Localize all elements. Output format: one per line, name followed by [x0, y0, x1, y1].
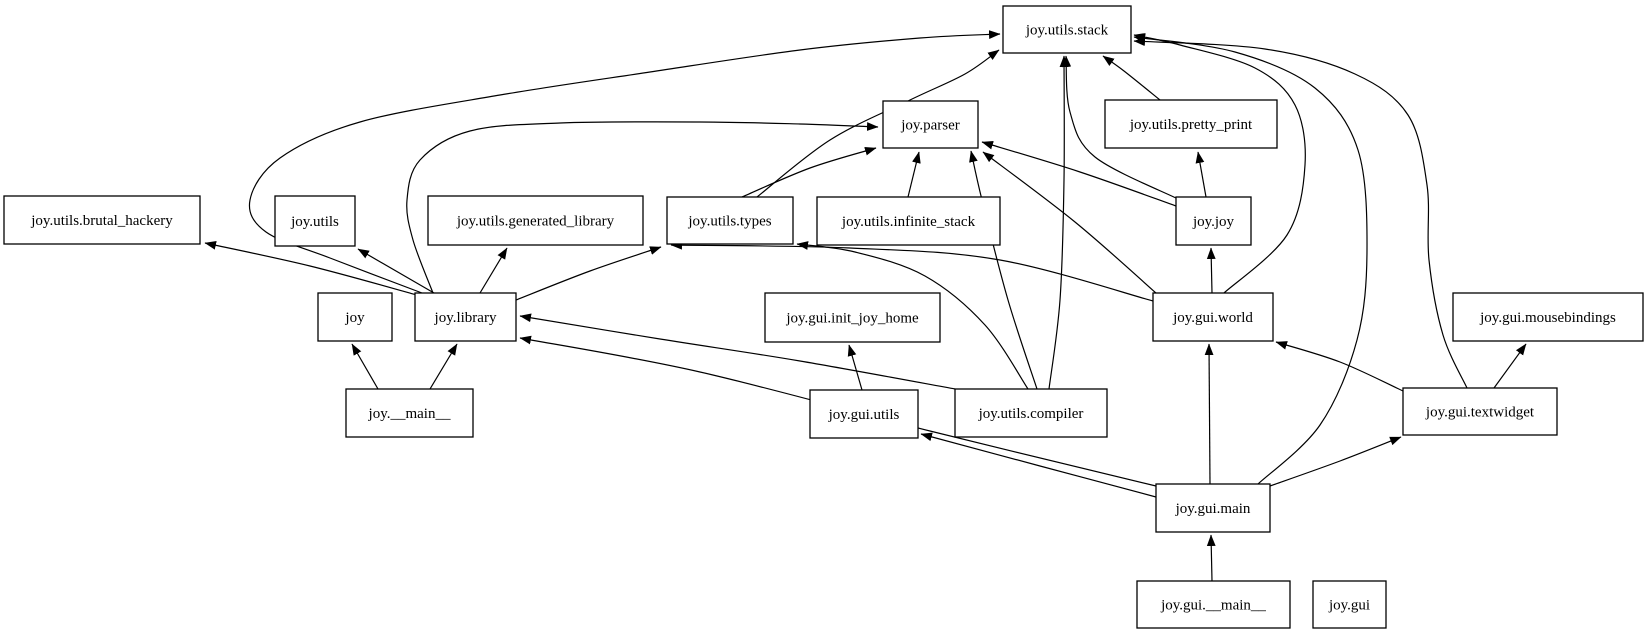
graph-node-joy-gui-init-joy-home: joy.gui.init_joy_home [764, 292, 941, 343]
node-label-joy-utils-types: joy.utils.types [687, 214, 771, 230]
graph-node-joy-gui-textwidget: joy.gui.textwidget [1402, 387, 1558, 436]
node-label-joy-main: joy.__main__ [368, 406, 451, 422]
graph-node-joy-utils: joy.utils [274, 195, 356, 247]
node-label-joy: joy [344, 310, 365, 326]
graph-node-joy-utils-stack: joy.utils.stack [1002, 5, 1132, 54]
graph-edge-joy-main-to-joy [351, 343, 379, 390]
node-box-joy-utils-stack [1002, 5, 1132, 54]
graph-node-joy-gui-mousebindings: joy.gui.mousebindings [1452, 292, 1644, 342]
graph-edge-joy-utils-compiler-to-joy-parser [969, 150, 1038, 390]
node-box-joy-utils-generated-library [427, 195, 644, 246]
node-label-joy-joy: joy.joy [1192, 214, 1235, 230]
graph-edge-joy-library-to-joy-utils-generated-library [479, 247, 508, 294]
graph-edge-joy-gui-main-to-joy-gui-utils [920, 432, 1157, 498]
node-box-joy-library [414, 292, 517, 342]
graph-edge-joy-library-to-joy-utils-stack [248, 30, 1001, 294]
graph-node-joy-utils-types: joy.utils.types [666, 196, 794, 245]
node-box-joy [317, 292, 393, 342]
graph-edge-joy-utils-compiler-to-joy-utils-types [796, 241, 1029, 390]
graph-edge-joy-gui-world-to-joy-parser [982, 151, 1157, 294]
node-label-joy-gui-textwidget: joy.gui.textwidget [1425, 405, 1535, 421]
node-box-joy-utils [274, 195, 356, 247]
node-label-joy-gui: joy.gui [1328, 598, 1370, 614]
graph-node-joy-utils-compiler: joy.utils.compiler [954, 388, 1108, 438]
graph-edge-joy-library-to-joy-utils [357, 248, 435, 294]
graph-edge-joy-utils-infinite-stack-to-joy-parser [907, 151, 921, 198]
graph-node-joy-gui-main: joy.gui.main [1155, 483, 1271, 533]
node-box-joy-gui-main-module [1136, 580, 1291, 629]
graph-edge-joy-joy-to-joy-utils-pretty-print [1195, 151, 1207, 198]
node-label-joy-utils: joy.utils [290, 214, 339, 230]
node-label-joy-utils-generated-library: joy.utils.generated_library [456, 214, 615, 230]
graph-node-joy-utils-generated-library: joy.utils.generated_library [427, 195, 644, 246]
nodes-layer: joy.utils.stack joy.parser joy.utils.prett… [3, 5, 1644, 629]
graph-node-joy-parser: joy.parser [882, 100, 979, 149]
graph-edge-joy-gui-world-to-joy-utils-stack [1133, 33, 1306, 294]
node-box-joy-utils-pretty-print [1104, 99, 1278, 149]
node-box-joy-utils-brutal-hackery [3, 195, 201, 245]
graph-edge-joy-utils-pretty-print-to-joy-utils-stack [1102, 55, 1161, 101]
graph-node-joy-gui-main-module: joy.gui.__main__ [1136, 580, 1291, 629]
graph-edge-joy-joy-to-joy-parser [981, 141, 1177, 207]
node-box-joy-gui [1312, 580, 1387, 629]
node-box-joy-main [345, 388, 474, 438]
node-label-joy-gui-main-module: joy.gui.__main__ [1160, 598, 1266, 614]
edges-layer [204, 30, 1527, 582]
graph-edge-joy-gui-textwidget-to-joy-gui-world [1275, 341, 1404, 392]
graph-node-joy-utils-infinite-stack: joy.utils.infinite_stack [816, 196, 1001, 246]
node-label-joy-gui-world: joy.gui.world [1172, 310, 1253, 326]
node-box-joy-gui-utils [809, 389, 919, 439]
graph-edge-joy-joy-to-joy-utils-stack [1062, 55, 1179, 200]
graph-node-joy-joy: joy.joy [1175, 196, 1252, 246]
graph-edge-joy-utils-types-to-joy-parser [741, 146, 877, 198]
node-box-joy-gui-main [1155, 483, 1271, 533]
node-label-joy-utils-infinite-stack: joy.utils.infinite_stack [841, 214, 976, 230]
graph-node-joy: joy [317, 292, 393, 342]
node-box-joy-utils-infinite-stack [816, 196, 1001, 246]
node-box-joy-parser [882, 100, 979, 149]
node-box-joy-gui-textwidget [1402, 387, 1558, 436]
graph-edge-joy-gui-main-to-joy-gui-world [1204, 343, 1214, 485]
node-box-joy-gui-init-joy-home [764, 292, 941, 343]
graph-edge-joy-gui-textwidget-to-joy-utils-stack [1133, 37, 1468, 389]
graph-edge-joy-gui-world-to-joy-utils-types [670, 240, 1154, 302]
graph-edge-joy-library-to-joy-parser [406, 121, 879, 294]
node-label-joy-parser: joy.parser [900, 118, 960, 134]
graph-edge-joy-gui-main-to-joy-utils-stack [1133, 34, 1368, 485]
graph-node-joy-utils-pretty-print: joy.utils.pretty_print [1104, 99, 1278, 149]
graph-edge-joy-utils-compiler-to-joy-library [519, 313, 956, 390]
graph-edge-joy-gui-main-to-joy-gui-textwidget [1269, 436, 1402, 487]
node-box-joy-joy [1175, 196, 1252, 246]
node-box-joy-utils-types [666, 196, 794, 245]
node-label-joy-gui-utils: joy.gui.utils [828, 407, 900, 423]
graph-edge-joy-library-to-joy-utils-brutal-hackery [204, 241, 418, 296]
node-box-joy-gui-world [1152, 292, 1274, 342]
graph-edge-joy-gui-main-module-to-joy-gui-main [1206, 534, 1216, 582]
node-box-joy-utils-compiler [954, 388, 1108, 438]
graph-node-joy-main: joy.__main__ [345, 388, 474, 438]
node-label-joy-utils-pretty-print: joy.utils.pretty_print [1129, 117, 1253, 133]
graph-node-joy-library: joy.library [414, 292, 517, 342]
node-label-joy-utils-stack: joy.utils.stack [1025, 23, 1109, 39]
graph-node-joy-utils-brutal-hackery: joy.utils.brutal_hackery [3, 195, 201, 245]
graph-edge-joy-gui-world-to-joy-joy [1206, 247, 1216, 294]
graph-edge-joy-utils-compiler-to-joy-utils-stack [1048, 55, 1069, 390]
graph-edge-joy-gui-utils-to-joy-gui-init-joy-home [847, 344, 863, 391]
node-label-joy-gui-mousebindings: joy.gui.mousebindings [1479, 310, 1616, 326]
graph-node-joy-gui-utils: joy.gui.utils [809, 389, 919, 439]
node-label-joy-gui-init-joy-home: joy.gui.init_joy_home [785, 311, 919, 327]
graph-edge-joy-library-to-joy-utils-types [515, 246, 662, 301]
node-label-joy-utils-brutal-hackery: joy.utils.brutal_hackery [30, 213, 173, 229]
node-box-joy-gui-mousebindings [1452, 292, 1644, 342]
graph-node-joy-gui-world: joy.gui.world [1152, 292, 1274, 342]
node-label-joy-utils-compiler: joy.utils.compiler [978, 406, 1084, 422]
node-label-joy-library: joy.library [434, 310, 497, 326]
graph-edge-joy-gui-textwidget-to-joy-gui-mousebindings [1493, 343, 1527, 389]
graph-node-joy-gui: joy.gui [1312, 580, 1387, 629]
graph-edge-joy-main-to-joy-library [429, 343, 458, 390]
node-label-joy-gui-main: joy.gui.main [1175, 501, 1251, 517]
